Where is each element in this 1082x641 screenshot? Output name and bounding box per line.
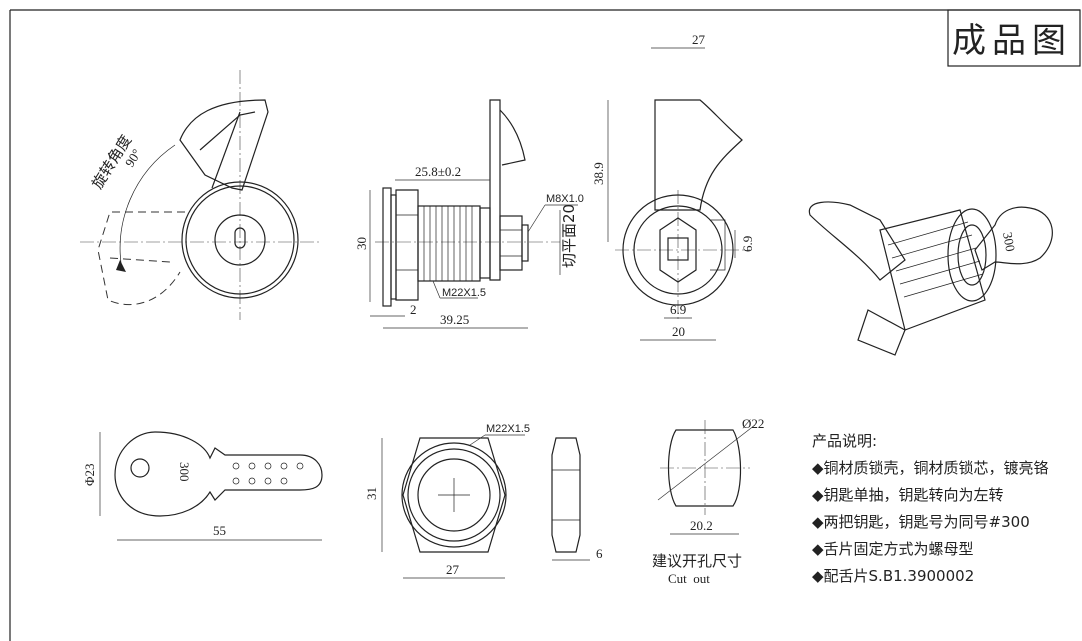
nut-view: M22X1.5 31 27 6 <box>364 423 603 579</box>
nut-dim-width: 27 <box>446 562 460 577</box>
cutout-dim-diameter: Ø22 <box>742 416 764 431</box>
rotation-view: 旋转角度 90° <box>80 70 320 320</box>
description-item: ◆钥匙单抽，钥匙转向为左转 <box>812 486 1004 504</box>
description-item: ◆铜材质锁壳，铜材质锁芯，镀亮铬 <box>812 459 1049 477</box>
dim-width-top: 27 <box>692 32 706 47</box>
key-dim-diameter: Φ23 <box>82 463 97 486</box>
drawing-frame: 成品图 <box>9 9 1081 641</box>
thread-lines <box>423 206 473 281</box>
dim-width: 20 <box>672 324 685 339</box>
cutout-dim-flat: 20.2 <box>690 518 713 533</box>
cutout-view: Ø22 20.2 建议开孔尺寸 Cut out <box>652 416 764 586</box>
dim-height-38: 38.9 <box>591 162 606 185</box>
dim-length: 25.8±0.2 <box>415 164 461 179</box>
description-item: ◆两把钥匙，钥匙号为同号#300 <box>812 513 1030 531</box>
key-view: 300 Φ23 55 <box>82 431 323 541</box>
dim-square-h: 6.9 <box>670 302 686 317</box>
cutout-label-cn: 建议开孔尺寸 <box>652 552 742 570</box>
flat-cut-label: 切平面20 <box>560 204 578 268</box>
product-description: 产品说明: ◆铜材质锁壳，铜材质锁芯，镀亮铬 ◆钥匙单抽，钥匙转向为左转 ◆两把… <box>812 432 1049 585</box>
title-block: 成品图 <box>952 21 1072 61</box>
key-dim-length: 55 <box>213 523 226 538</box>
nut-dim-thickness: 6 <box>596 546 603 561</box>
dim-square-v: 6.9 <box>740 236 755 252</box>
thread-nut-label: M8X1.0 <box>546 193 584 205</box>
key-pin-holes <box>232 462 304 485</box>
nut-thread-label: M22X1.5 <box>486 423 530 435</box>
dim-height: 30 <box>354 237 369 250</box>
description-item: ◆配舌片S.B1.3900002 <box>812 567 974 585</box>
dim-flange: 2 <box>410 302 417 317</box>
dim-total: 39.25 <box>440 312 469 327</box>
nut-dim-height: 31 <box>364 487 379 500</box>
thread-body-label: M22X1.5 <box>442 287 486 299</box>
front-view: 27 38.9 6.9 6.9 20 <box>591 32 755 341</box>
description-item: ◆舌片固定方式为螺母型 <box>812 540 974 558</box>
key-number: 300 <box>177 462 192 482</box>
cutout-label-en: Cut out <box>668 571 710 586</box>
photo-key-number: 300 <box>1000 231 1018 253</box>
perspective-illustration: 300 <box>808 201 1053 356</box>
description-heading: 产品说明: <box>812 432 877 450</box>
side-view: 25.8±0.2 30 M8X1.0 切平面20 M22X1.5 2 39.25 <box>354 99 584 329</box>
